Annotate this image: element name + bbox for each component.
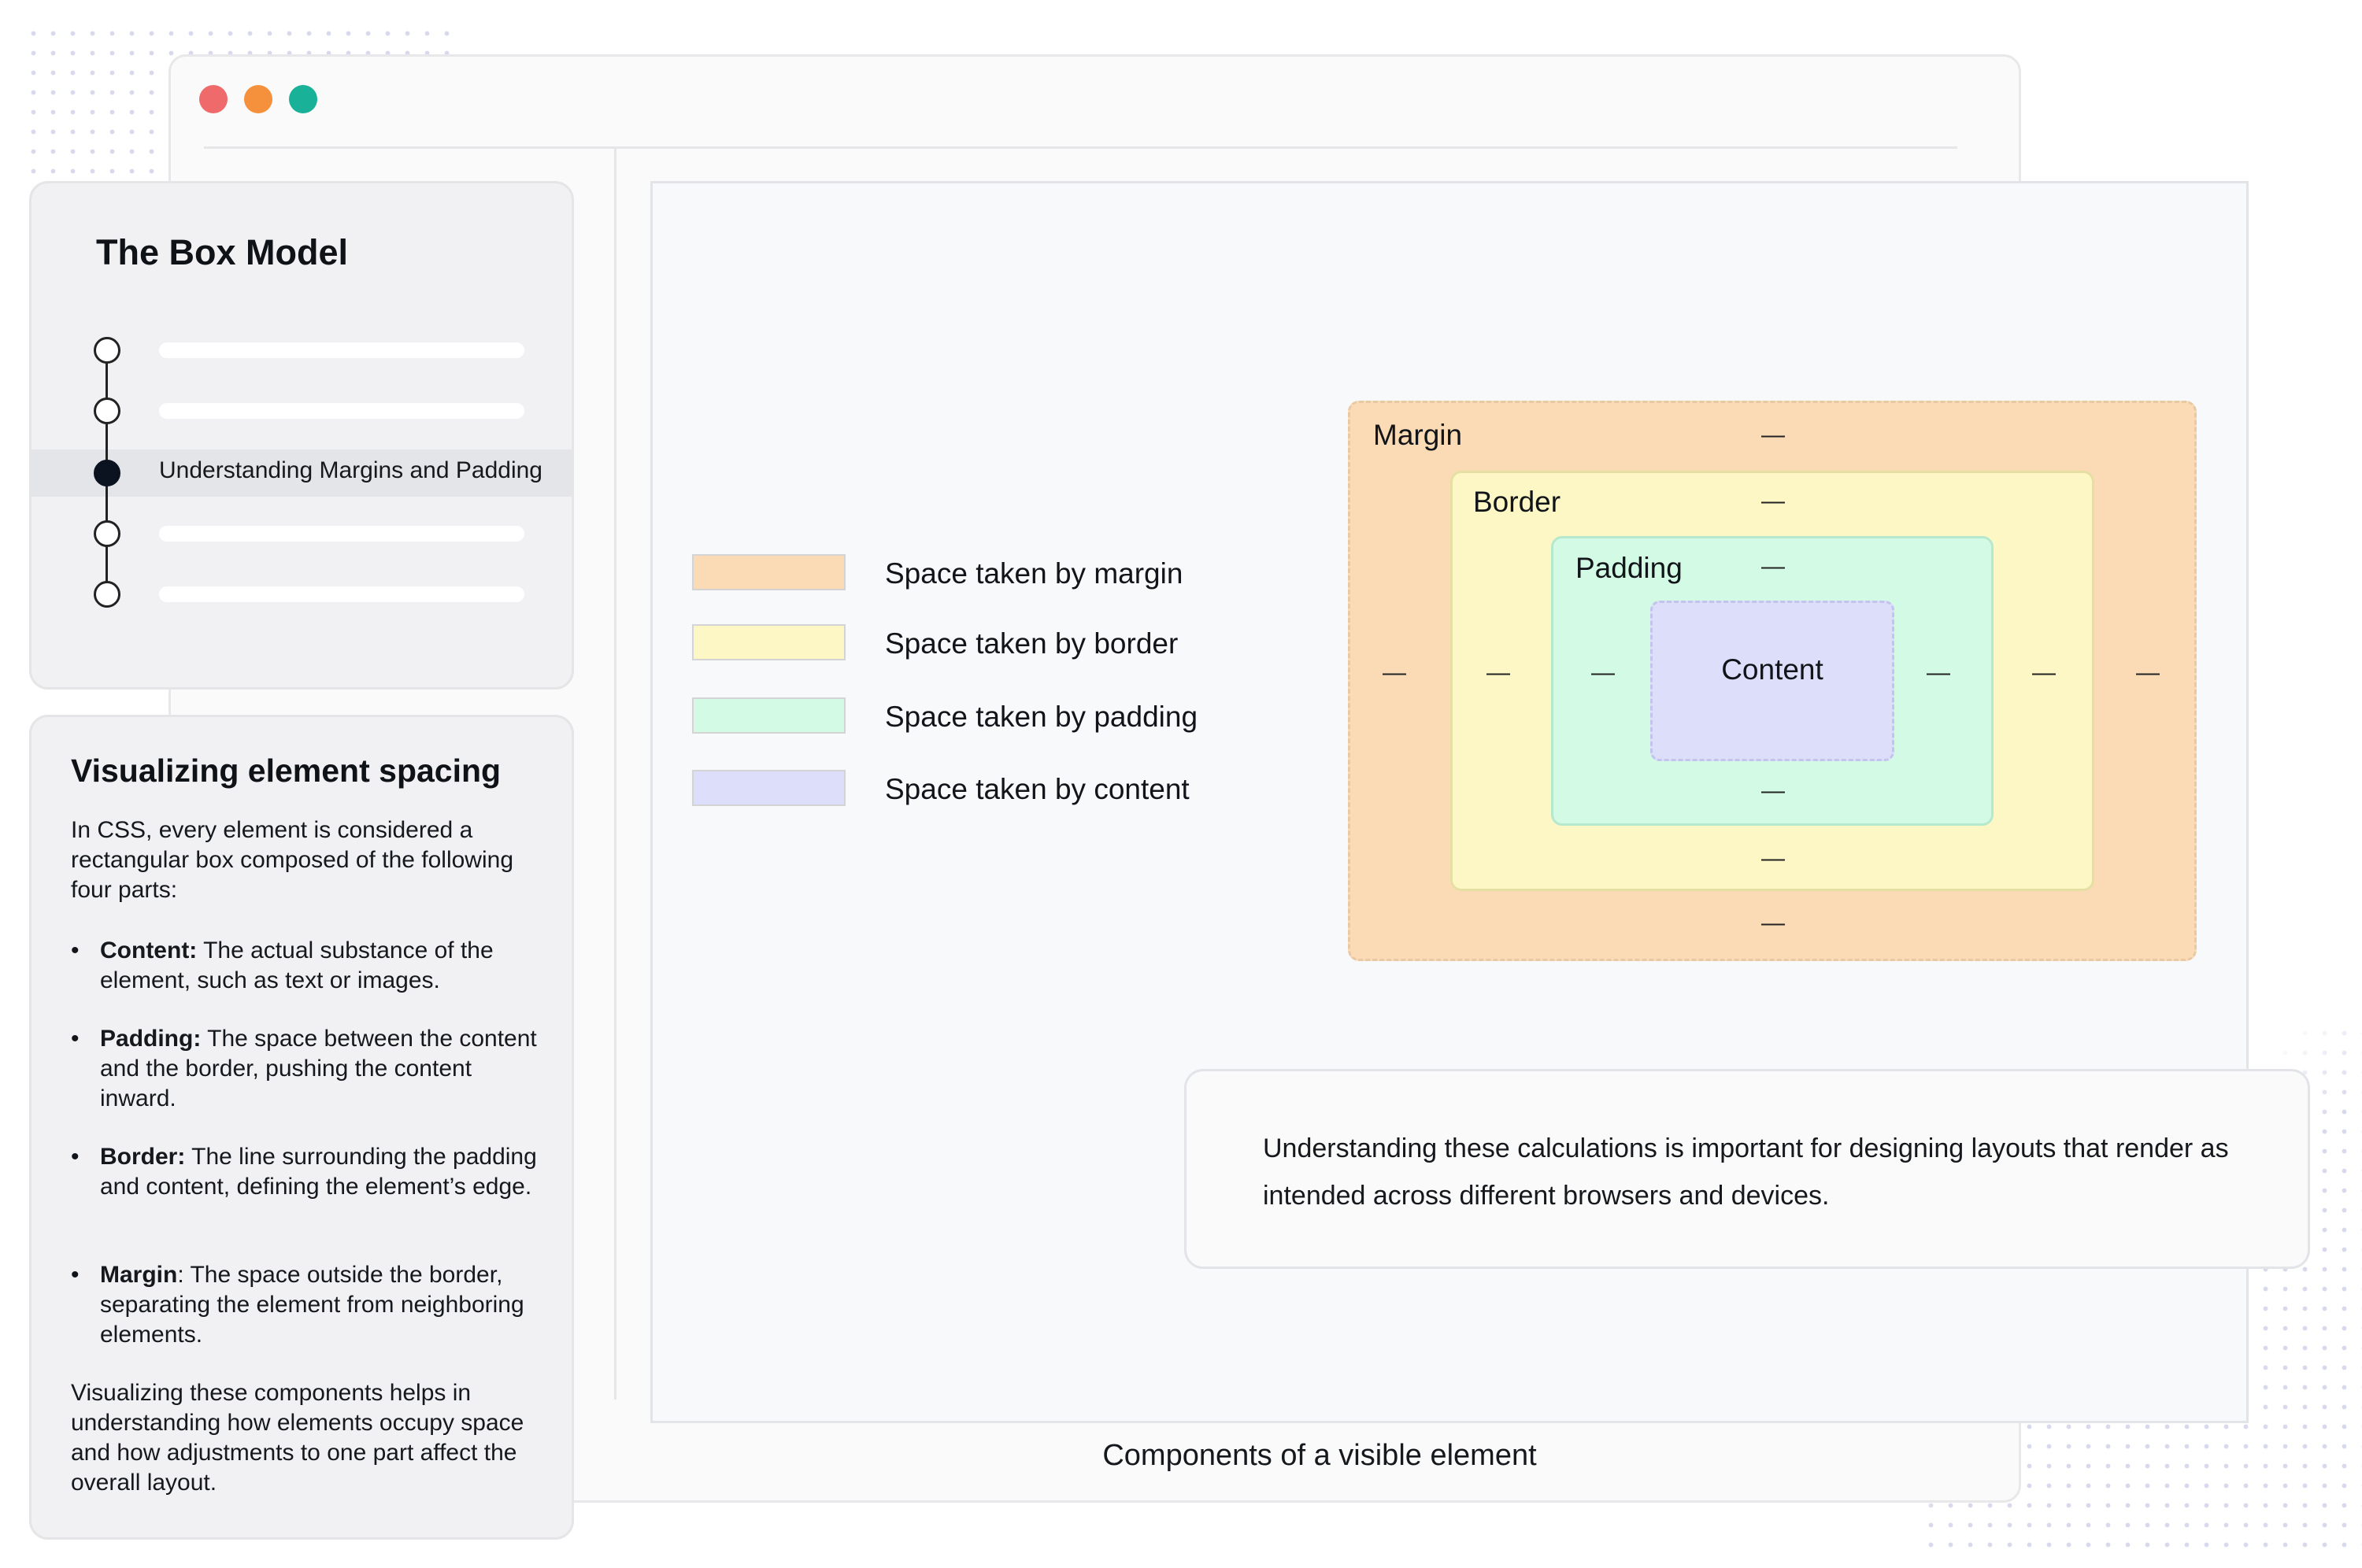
figure-caption: Components of a visible element [1102, 1439, 1537, 1472]
padding-right-dash: — [1927, 660, 1950, 686]
padding-left-dash: — [1591, 660, 1615, 686]
minimize-window-button[interactable] [244, 85, 272, 113]
info-item-text: The line surrounding the padding and con… [100, 1144, 537, 1200]
toc-step-placeholder[interactable] [159, 403, 524, 419]
info-item-margin: Margin: The space outside the border, se… [100, 1260, 553, 1350]
border-top-dash: — [1761, 488, 1785, 514]
bullet: • [71, 1262, 80, 1288]
border-left-dash: — [1486, 660, 1510, 686]
border-swatch [692, 624, 846, 660]
toc-step-node-active[interactable] [94, 460, 120, 486]
info-item-content: Content: The actual substance of the ele… [100, 936, 553, 996]
toc-step-node[interactable] [94, 398, 120, 424]
legend-label: Space taken by margin [885, 557, 1183, 590]
border-right-dash: — [2032, 660, 2056, 686]
content-label: Content [1721, 653, 1823, 686]
window-sidebar-divider [614, 148, 616, 1400]
toc-title: The Box Model [96, 232, 349, 272]
toc-step-placeholder[interactable] [159, 342, 524, 358]
bullet: • [71, 937, 80, 963]
info-item-term: Border: [100, 1144, 186, 1170]
info-item-term: Padding: [100, 1026, 202, 1052]
info-item-text: The space between the content and the bo… [100, 1026, 537, 1111]
info-intro: In CSS, every element is considered a re… [71, 817, 514, 903]
margin-bottom-dash: — [1761, 910, 1785, 936]
info-title: Visualizing element spacing [71, 753, 502, 789]
margin-right-dash: — [2136, 660, 2160, 686]
border-label: Border [1473, 486, 1561, 518]
note-card: Understanding these calculations is impo… [1184, 1069, 2310, 1269]
border-bottom-dash: — [1761, 845, 1785, 871]
margin-top-dash: — [1761, 422, 1785, 448]
info-outro: Visualizing these components helps in un… [71, 1380, 524, 1496]
close-window-button[interactable] [199, 85, 228, 113]
note-text: Understanding these calculations is impo… [1263, 1133, 2229, 1211]
info-item-text: : The space outside the border, separati… [100, 1262, 524, 1348]
padding-bottom-dash: — [1761, 778, 1785, 804]
content-swatch [692, 770, 846, 806]
legend-label: Space taken by border [885, 627, 1179, 660]
toc-step-node[interactable] [94, 337, 120, 364]
maximize-window-button[interactable] [289, 85, 317, 113]
info-item-padding: Padding: The space between the content a… [100, 1024, 553, 1114]
legend-label: Space taken by padding [885, 701, 1198, 733]
bullet: • [71, 1026, 80, 1052]
margin-left-dash: — [1383, 660, 1406, 686]
toc-active-row[interactable] [31, 449, 572, 497]
info-item-term: Content: [100, 937, 198, 963]
padding-top-dash: — [1761, 553, 1785, 579]
window-header-divider [204, 146, 1957, 149]
toc-step-node[interactable] [94, 581, 120, 608]
toc-step-placeholder[interactable] [159, 526, 524, 542]
toc-step-label-active[interactable]: Understanding Margins and Padding [159, 457, 542, 483]
info-item-border: Border: The line surrounding the padding… [100, 1142, 553, 1202]
content-box [1650, 601, 1894, 761]
info-card: Visualizing element spacing In CSS, ever… [29, 715, 574, 1540]
padding-swatch [692, 697, 846, 734]
toc-step-placeholder[interactable] [159, 586, 524, 602]
info-item-text: The actual substance of the element, suc… [100, 937, 494, 993]
toc-card: The Box Model Understanding Margins and … [29, 181, 574, 690]
bullet: • [71, 1144, 80, 1170]
margin-swatch [692, 554, 846, 590]
legend-label: Space taken by content [885, 773, 1190, 805]
margin-label: Margin [1373, 419, 1463, 451]
toc-step-node[interactable] [94, 520, 120, 547]
info-item-term: Margin [100, 1262, 178, 1288]
padding-label: Padding [1575, 552, 1683, 584]
